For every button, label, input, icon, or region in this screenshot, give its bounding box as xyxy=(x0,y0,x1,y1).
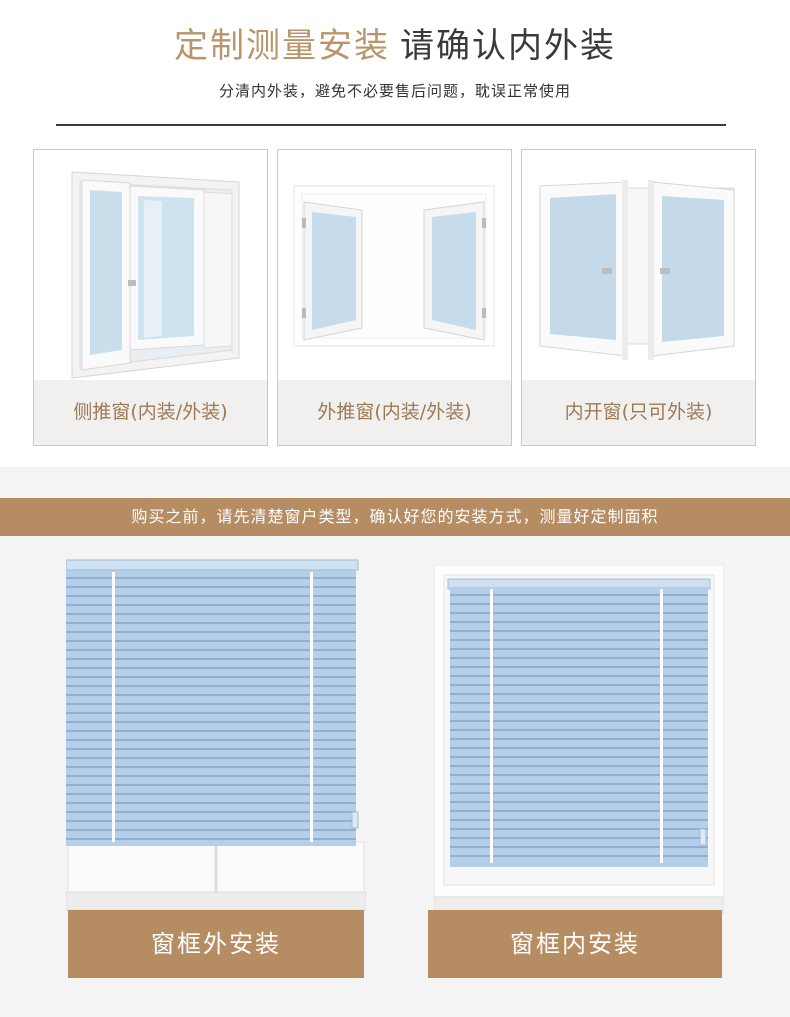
page-subtitle: 分清内外装，避免不必要售后问题，耽误正常使用 xyxy=(218,82,571,100)
window-type-card-inward[interactable]: 内开窗(只可外装) xyxy=(521,149,756,446)
inward-casement-window-icon xyxy=(522,150,755,380)
window-type-label: 外推窗(内装/外装) xyxy=(278,380,511,445)
window-type-card-sliding[interactable]: 侧推窗(内装/外装) xyxy=(33,149,268,446)
page-title: 定制测量安装请确认内外装 xyxy=(0,24,790,68)
window-type-label: 侧推窗(内装/外装) xyxy=(34,380,267,445)
outward-casement-window-icon xyxy=(278,150,511,380)
header-divider xyxy=(56,124,726,126)
title-accent: 定制测量安装 xyxy=(174,26,390,66)
window-type-card-outward[interactable]: 外推窗(内装/外装) xyxy=(277,149,512,446)
inside-mount-button[interactable]: 窗框内安装 xyxy=(428,910,722,978)
outside-mount-button[interactable]: 窗框外安装 xyxy=(68,910,364,978)
window-type-label: 内开窗(只可外装) xyxy=(522,380,755,445)
sliding-window-icon xyxy=(34,150,267,380)
inside-mount-blind-icon xyxy=(433,564,725,915)
outside-mount-blind-icon xyxy=(65,556,367,916)
title-rest: 请确认内外装 xyxy=(400,26,616,66)
notice-banner: 购买之前，请先清楚窗户类型，确认好您的安装方式，测量好定制面积 xyxy=(0,498,790,536)
